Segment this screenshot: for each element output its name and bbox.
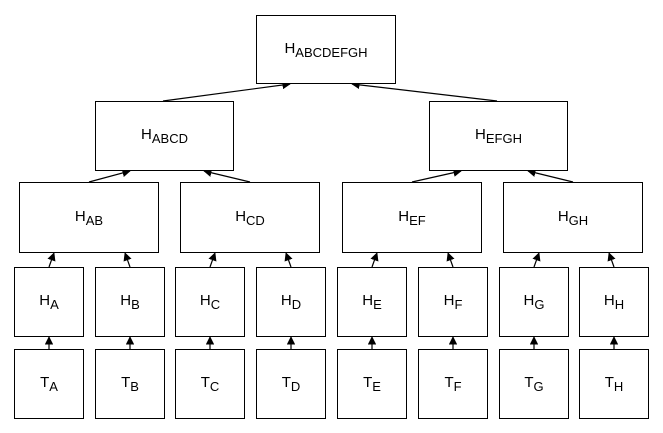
hash-label-ab: HAB [74, 207, 104, 228]
leaf-hash-node-f: HF [418, 267, 488, 337]
edge-hf-to-ef [446, 252, 455, 268]
edge-cd-to-abcd [203, 168, 251, 183]
transaction-node-h: TH [579, 349, 649, 419]
hash-node-abcd: HABCD [95, 101, 234, 171]
transaction-node-f: TF [418, 349, 488, 419]
edge-he-to-ef [370, 252, 379, 268]
transaction-label-c: TC [200, 374, 220, 394]
transaction-node-a: TA [14, 349, 84, 419]
leaf-hash-label-g: HG [523, 292, 545, 312]
hash-label-gh: HGH [557, 207, 589, 228]
edge-hg-to-gh [532, 252, 541, 268]
hash-node-gh: HGH [503, 182, 643, 253]
edge-hb-to-ab [123, 252, 132, 268]
leaf-hash-node-h: HH [579, 267, 649, 337]
leaf-hash-label-c: HC [199, 292, 221, 312]
leaf-hash-label-b: HB [120, 292, 140, 312]
transaction-label-f: TF [444, 374, 462, 394]
edge-hc-to-cd [208, 252, 217, 268]
transaction-label-e: TE [363, 374, 381, 394]
leaf-hash-node-g: HG [499, 267, 569, 337]
transaction-label-a: TA [40, 374, 58, 394]
leaf-hash-label-d: HD [280, 292, 302, 312]
leaf-hash-node-d: HD [256, 267, 326, 337]
hash-label-ef: HEF [398, 207, 426, 228]
root-hash-node: HABCDEFGH [256, 15, 396, 84]
hash-node-ab: HAB [19, 182, 159, 253]
leaf-hash-node-e: HE [337, 267, 407, 337]
transaction-node-d: TD [256, 349, 326, 419]
hash-label-efgh: HEFGH [475, 126, 522, 146]
transaction-node-e: TE [337, 349, 407, 419]
transaction-label-g: TG [524, 374, 544, 394]
edge-gh-to-efgh [527, 168, 574, 183]
leaf-hash-label-a: HA [39, 292, 59, 312]
hash-node-efgh: HEFGH [429, 101, 568, 171]
leaf-hash-node-a: HA [14, 267, 84, 337]
transaction-label-d: TD [281, 374, 301, 394]
leaf-hash-node-b: HB [95, 267, 165, 337]
root-hash-label: HABCDEFGH [284, 39, 368, 60]
hash-node-ef: HEF [342, 182, 482, 253]
transaction-node-c: TC [175, 349, 245, 419]
edge-ha-to-ab [47, 252, 56, 268]
leaf-hash-label-e: HE [362, 292, 382, 312]
edge-efgh-to-root [351, 80, 498, 102]
leaf-hash-label-h: HH [603, 292, 625, 312]
edge-ef-to-efgh [411, 168, 462, 183]
hash-label-cd: HCD [235, 207, 265, 228]
edge-ab-to-abcd [88, 168, 131, 183]
transaction-label-h: TH [604, 374, 624, 394]
leaf-hash-node-c: HC [175, 267, 245, 337]
edge-hd-to-cd [284, 252, 293, 268]
transaction-node-g: TG [499, 349, 569, 419]
edge-hh-to-gh [607, 252, 616, 268]
hash-node-cd: HCD [180, 182, 320, 253]
transaction-label-b: TB [121, 374, 139, 394]
edge-abcd-to-root [162, 80, 291, 102]
leaf-hash-label-f: HF [443, 292, 463, 312]
transaction-node-b: TB [95, 349, 165, 419]
hash-label-abcd: HABCD [141, 126, 188, 146]
